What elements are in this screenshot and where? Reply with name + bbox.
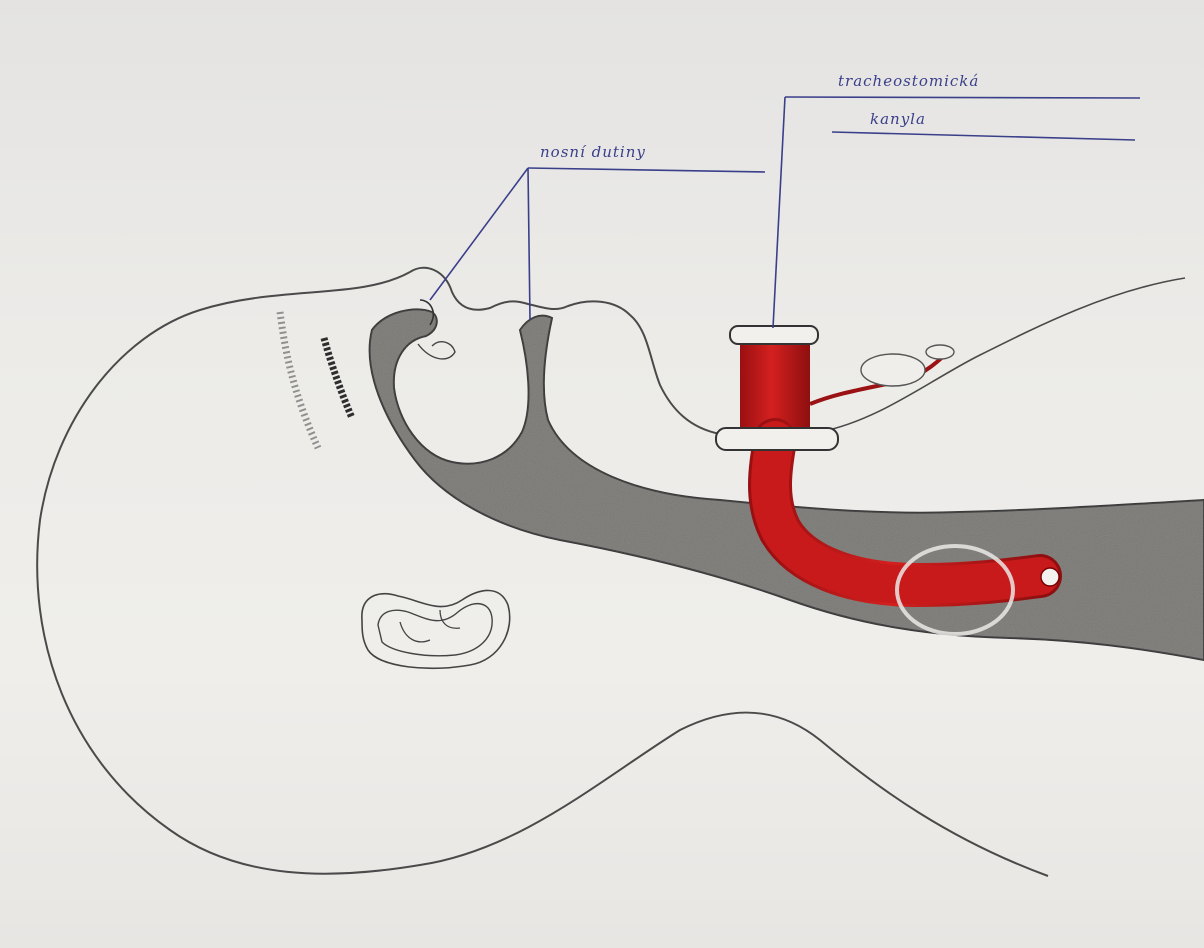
nasal-cavity-label: nosní dutiny bbox=[540, 143, 646, 161]
eye bbox=[324, 338, 352, 418]
eyebrow bbox=[280, 312, 318, 448]
ear-icon bbox=[362, 590, 510, 668]
tracheostomy-label-line2: kanyla bbox=[870, 110, 926, 128]
nose-profile bbox=[410, 268, 720, 434]
neck-line bbox=[820, 278, 1185, 432]
tracheostomy-label-line1: tracheostomická bbox=[838, 72, 979, 90]
leader-lines bbox=[430, 97, 1140, 328]
